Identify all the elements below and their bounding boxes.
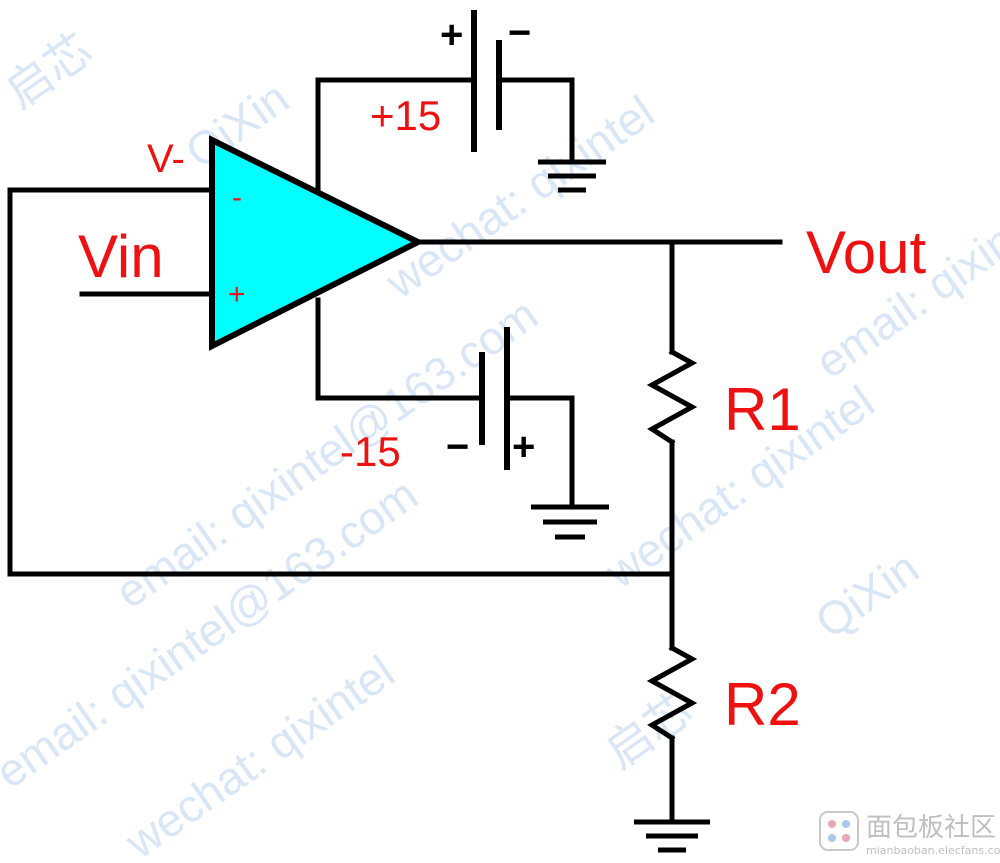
ground-negative-supply — [531, 504, 609, 540]
labels: Vin Vout V- R1 R2 +15 -15 — [78, 92, 926, 738]
positive-battery-plus-sign: + — [440, 13, 463, 57]
watermark-qixin-cn-1: 启芯 — [0, 23, 101, 118]
vin-label: Vin — [78, 223, 164, 290]
resistor-r2 — [646, 644, 698, 742]
r2-label: R2 — [724, 671, 801, 738]
positive-battery: + − — [440, 10, 531, 152]
opamp: - + — [209, 135, 425, 351]
resistor-r2-zigzag — [646, 644, 698, 742]
vout-label: Vout — [806, 219, 926, 286]
opamp-triangle — [209, 135, 425, 351]
ground-positive-supply — [538, 159, 606, 193]
site-watermark: 面包板社区 mianbaoban.elecfans.com — [819, 811, 1000, 857]
wire-negative-battery-to-ground — [504, 395, 575, 510]
positive-battery-minus-sign: − — [508, 11, 531, 55]
wire-negative-supply — [315, 297, 485, 401]
wire-positive-battery-to-ground — [496, 77, 575, 165]
site-logo-icon — [819, 811, 859, 851]
resistor-r1 — [646, 348, 698, 446]
opamp-inverting-label: - — [232, 181, 242, 214]
r1-label: R1 — [724, 376, 801, 443]
ground-r2 — [634, 819, 710, 853]
site-url-text: mianbaoban.elecfans.com — [866, 844, 1000, 857]
wire-positive-supply — [315, 77, 476, 191]
site-name-text: 面包板社区 — [866, 813, 996, 843]
opamp-noninverting-label: + — [228, 278, 246, 311]
negative-battery-plus-sign: + — [512, 425, 535, 469]
wire-feedback-loop — [7, 187, 675, 577]
negative-supply-label: -15 — [340, 428, 401, 475]
positive-supply-label: +15 — [370, 92, 441, 139]
resistor-r1-zigzag — [646, 348, 698, 446]
negative-battery: − + — [446, 327, 535, 470]
wires — [7, 77, 783, 825]
negative-battery-minus-sign: − — [446, 425, 469, 469]
watermark-qixin-2: QiXin — [806, 541, 928, 648]
v-minus-label: V- — [147, 137, 185, 181]
